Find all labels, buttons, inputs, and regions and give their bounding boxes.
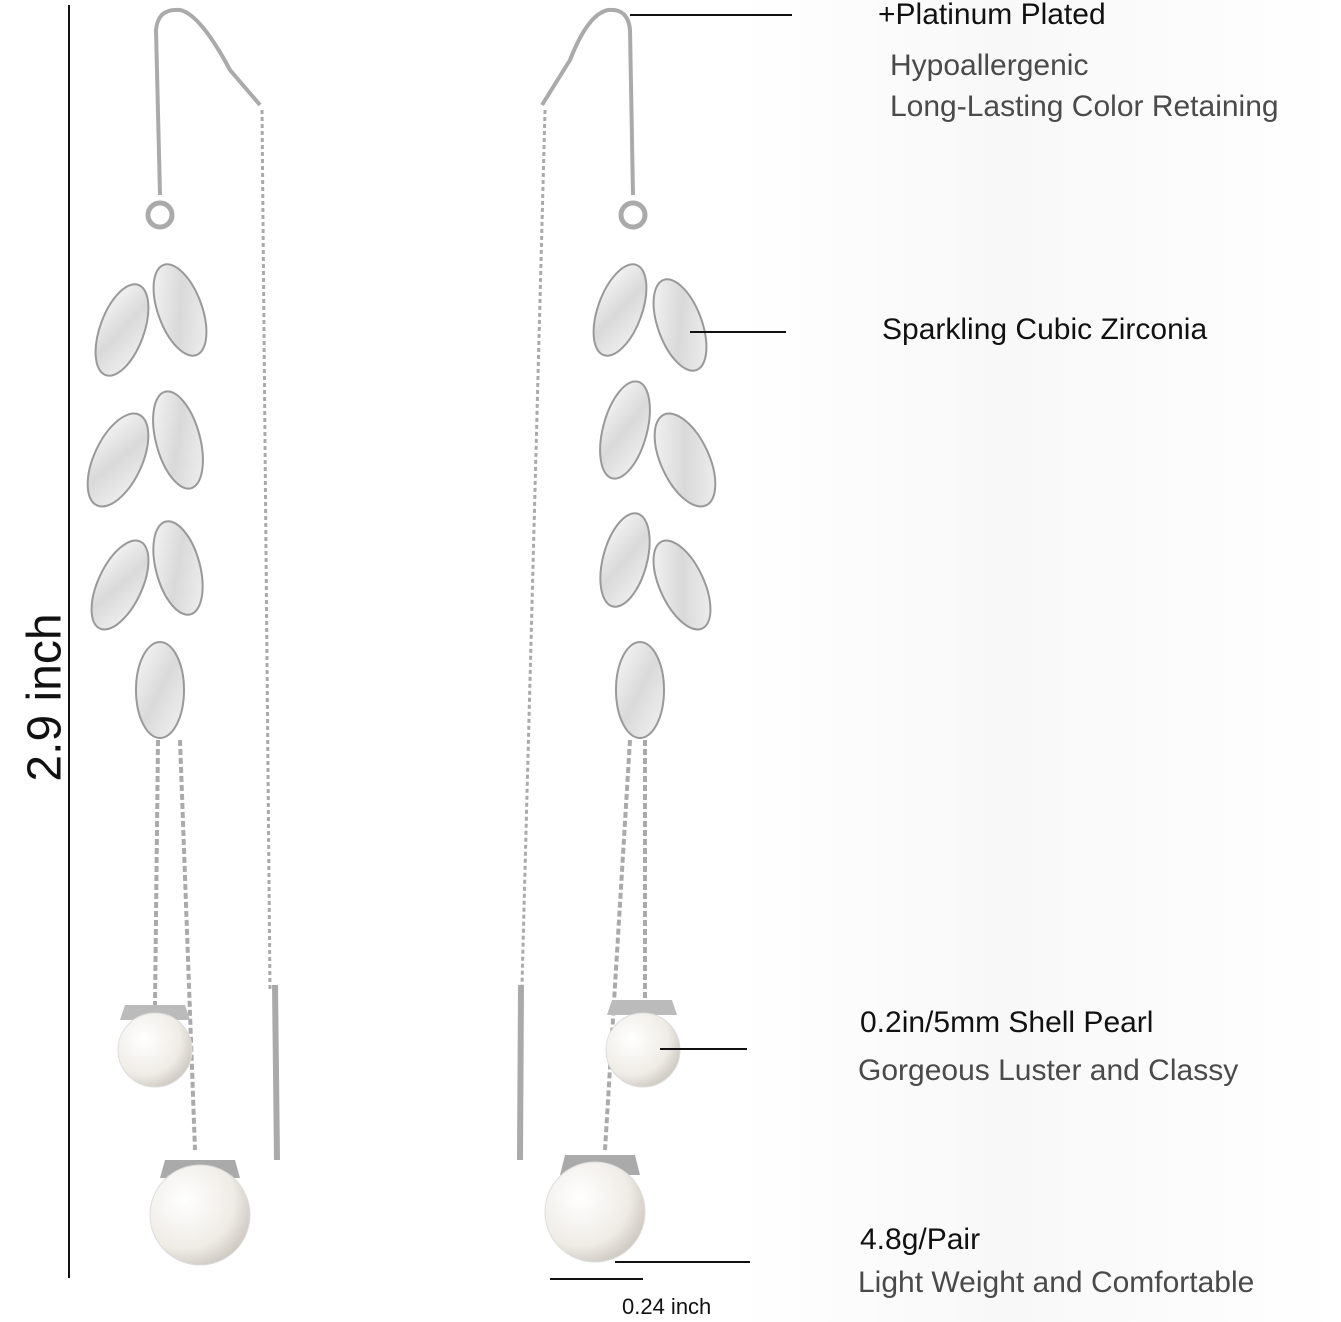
left-zirconia-leaves: [86, 263, 208, 739]
right-large-pearl: [544, 1161, 646, 1263]
right-earring: [517, 7, 648, 1161]
callout-title-plating: +Platinum Plated: [878, 0, 1106, 31]
height-label: 2.9 inch: [18, 613, 72, 782]
left-large-pearl: [149, 1164, 251, 1266]
callout-lines: [550, 14, 792, 1280]
callout-title-weight: 4.8g/Pair: [860, 1223, 981, 1256]
left-small-pearl: [117, 1012, 193, 1088]
callout-title-zirconia: Sparkling Cubic Zirconia: [882, 313, 1208, 346]
left-earring: [145, 7, 280, 1161]
callout-line-comfort: Light Weight and Comfortable: [858, 1266, 1255, 1299]
right-zirconia-leaves: [592, 263, 717, 739]
pearl-width-label: 0.24 inch: [622, 1294, 712, 1319]
callout-line-luster: Gorgeous Luster and Classy: [858, 1054, 1239, 1087]
callout-line-hypoallergenic: Hypoallergenic: [890, 49, 1089, 82]
callout-title-pearl: 0.2in/5mm Shell Pearl: [860, 1006, 1154, 1039]
callout-line-color: Long-Lasting Color Retaining: [890, 90, 1279, 123]
